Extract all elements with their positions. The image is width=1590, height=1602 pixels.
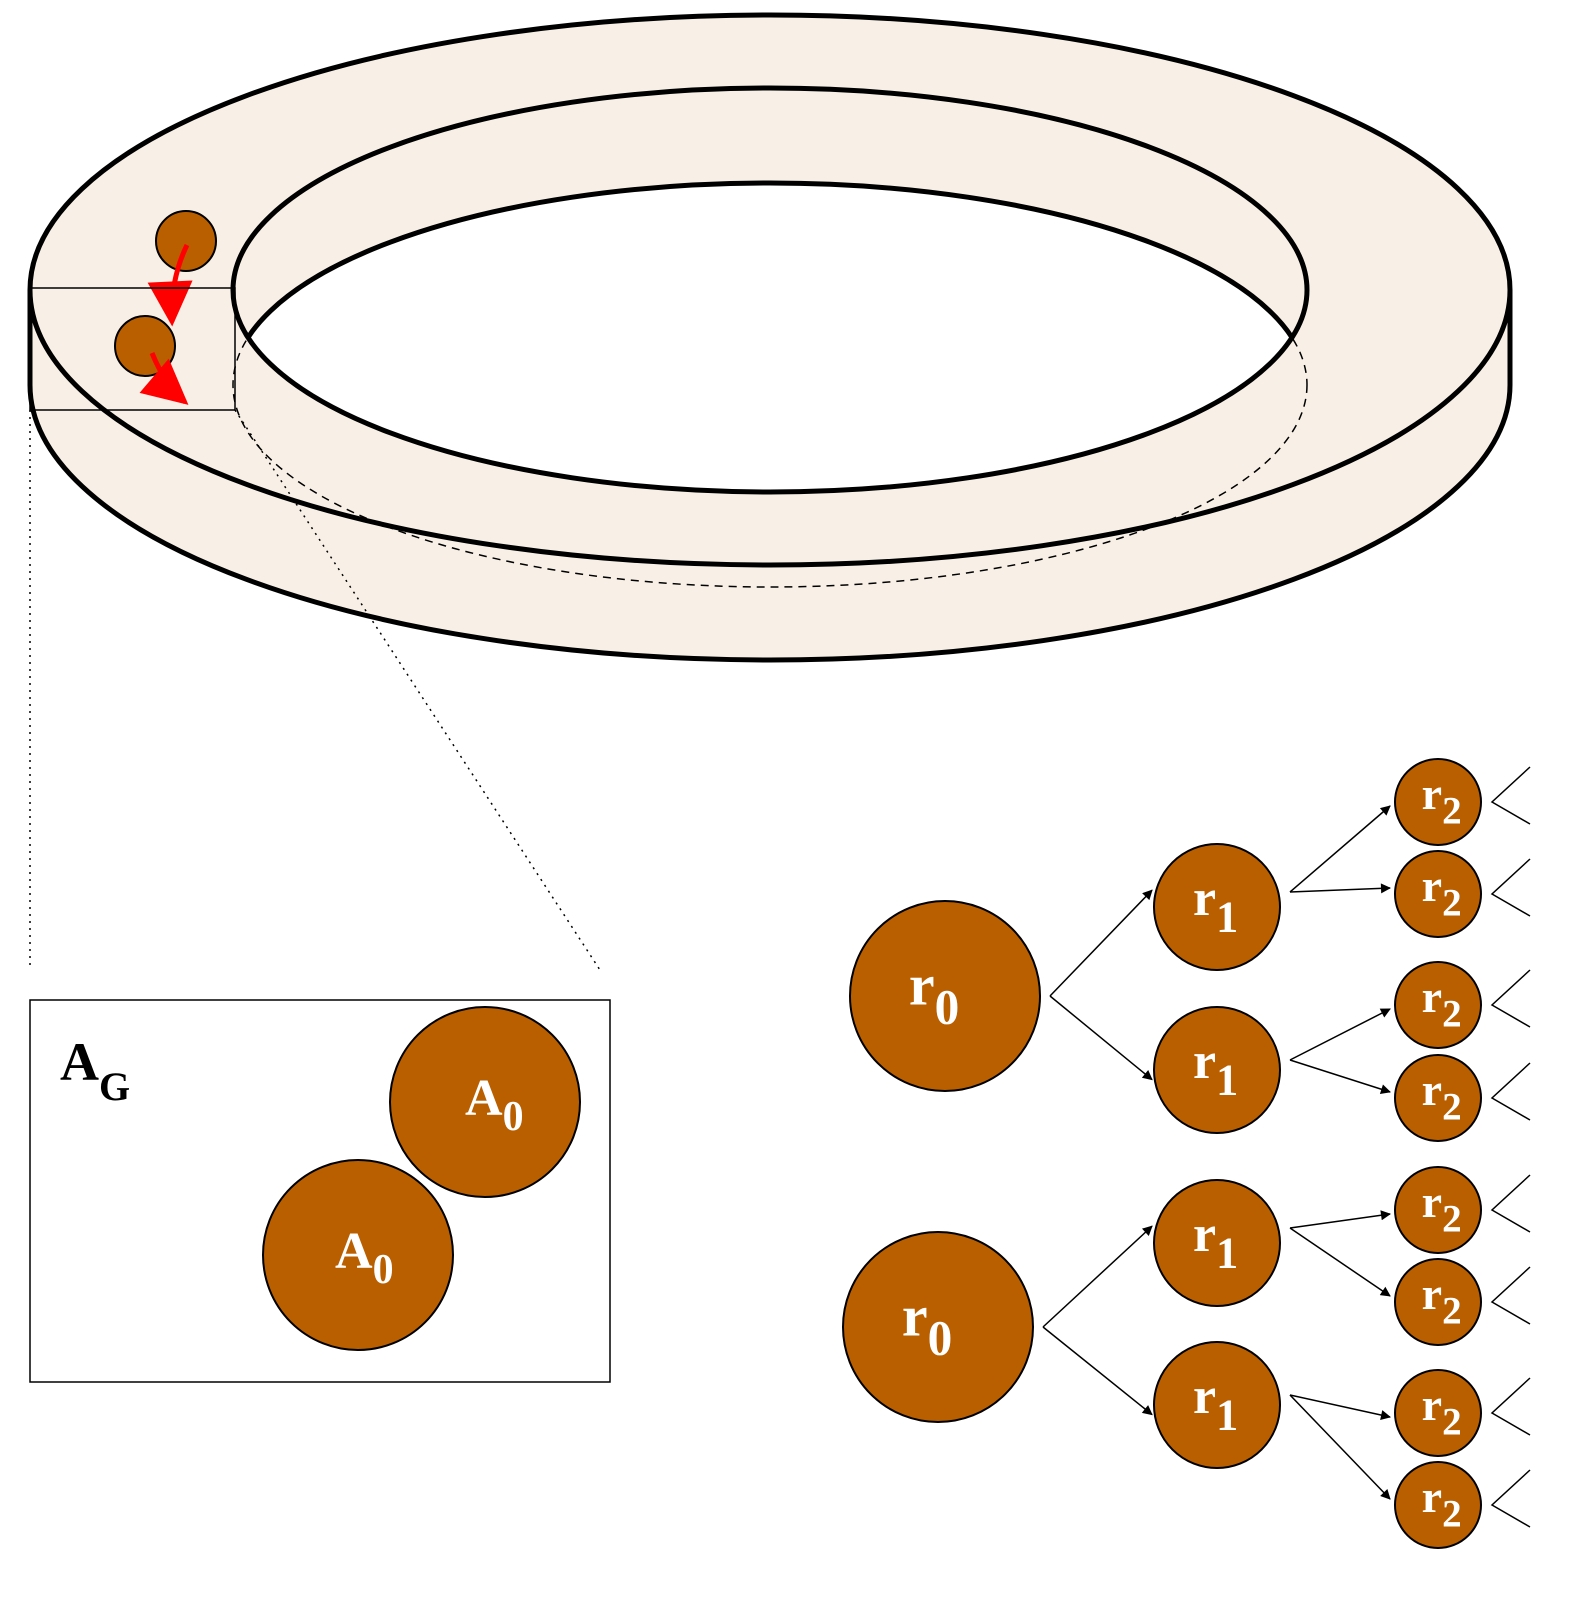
edge-arrow xyxy=(1289,1394,1391,1420)
edge-arrow xyxy=(1289,805,1391,893)
branch-continuation xyxy=(1490,969,1531,1028)
edge-arrow xyxy=(1289,1227,1391,1297)
agent-circle xyxy=(262,1159,454,1351)
root-node-label: r0 xyxy=(909,953,959,1035)
level2-node-label: r2 xyxy=(1422,768,1462,833)
edge-arrow xyxy=(1042,1326,1153,1416)
level1-node xyxy=(1153,1341,1281,1469)
level2-node-label: r2 xyxy=(1422,860,1462,925)
agent-dot xyxy=(155,210,217,272)
level2-node xyxy=(1394,1258,1482,1346)
level2-node-label: r2 xyxy=(1422,971,1462,1036)
agent-circle xyxy=(389,1006,581,1198)
group-label: AG xyxy=(60,1032,130,1109)
level2-node xyxy=(1394,1054,1482,1142)
agent-dot xyxy=(114,315,176,377)
root-node xyxy=(842,1231,1034,1423)
branch-continuation xyxy=(1490,1469,1531,1528)
agent-label: A0 xyxy=(465,1070,524,1140)
level2-node xyxy=(1394,1369,1482,1457)
level2-node-label: r2 xyxy=(1422,1379,1462,1444)
edge-arrow xyxy=(1289,1394,1391,1500)
ring xyxy=(27,12,1513,663)
inset-panel: AG A0 A0 xyxy=(29,999,611,1383)
zoom-region xyxy=(29,287,236,411)
level2-node-label: r2 xyxy=(1422,1176,1462,1241)
move-arrow xyxy=(147,243,193,327)
branch-continuation xyxy=(1490,858,1531,917)
edge-arrow xyxy=(1289,1008,1391,1061)
branch-continuation xyxy=(1490,1377,1531,1436)
ring-agents xyxy=(114,210,217,405)
agent-label: A0 xyxy=(335,1223,394,1293)
edge-arrow xyxy=(1049,889,1153,997)
level1-node-label: r1 xyxy=(1193,870,1238,942)
edge-arrow xyxy=(1289,1210,1391,1229)
level2-node xyxy=(1394,758,1482,846)
level1-node xyxy=(1153,1006,1281,1134)
level1-node xyxy=(1153,1179,1281,1307)
level1-node xyxy=(1153,843,1281,971)
edge-arrow xyxy=(1289,883,1391,894)
branch-continuation xyxy=(1490,1266,1531,1325)
level2-node xyxy=(1394,1166,1482,1254)
level2-node-label: r2 xyxy=(1422,1471,1462,1536)
level2-node-label: r2 xyxy=(1422,1064,1462,1129)
level1-node-label: r1 xyxy=(1193,1033,1238,1105)
edge-arrow xyxy=(1042,1225,1153,1328)
role-tree: r0 r1 r2 r2 r1 r2 r2 r0 r1 r2 r2 r1 r2 r2 xyxy=(842,758,1531,1549)
root-node-label: r0 xyxy=(902,1284,952,1366)
edge-arrow xyxy=(1289,1059,1391,1095)
level1-node-label: r1 xyxy=(1193,1368,1238,1440)
level2-node xyxy=(1394,850,1482,938)
level1-node-label: r1 xyxy=(1193,1206,1238,1278)
root-node xyxy=(849,900,1041,1092)
level2-node xyxy=(1394,961,1482,1049)
branch-continuation xyxy=(1490,1174,1531,1233)
move-arrow xyxy=(139,352,189,405)
level2-node xyxy=(1394,1461,1482,1549)
edge-arrow xyxy=(1049,995,1153,1081)
branch-continuation xyxy=(1490,1062,1531,1121)
branch-continuation xyxy=(1490,766,1531,825)
level2-node-label: r2 xyxy=(1422,1268,1462,1333)
